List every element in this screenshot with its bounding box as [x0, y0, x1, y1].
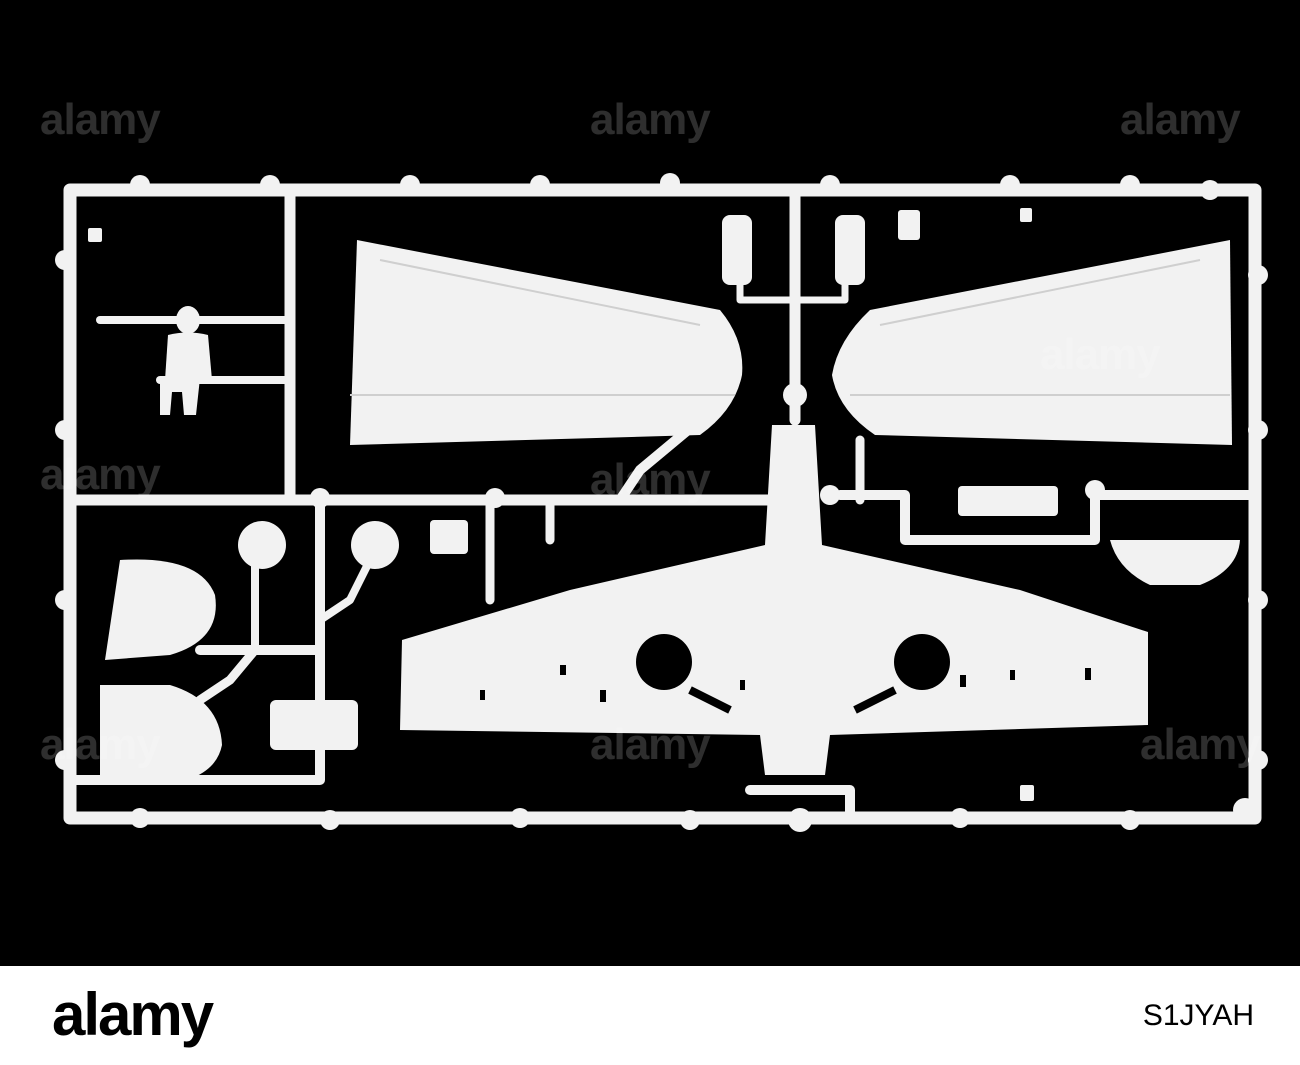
canopy-part — [1110, 540, 1240, 585]
landing-gear-part — [958, 486, 1058, 516]
lower-wing-part — [400, 425, 1148, 775]
wheel-part — [351, 521, 399, 569]
image-id-label: S1JYAH — [1142, 999, 1254, 1032]
wheel-part — [238, 521, 286, 569]
cowling-part — [100, 685, 222, 785]
alamy-logo: alamy — [52, 981, 214, 1048]
photo: alamy alamy alamy alamy alamy alamy alam… — [40, 95, 1268, 832]
right-wing-part — [832, 240, 1232, 445]
stock-photo-footer: alamy S1JYAH — [0, 966, 1300, 1065]
model-kit-sprue — [55, 173, 1268, 832]
left-wing-part — [350, 240, 743, 445]
sprue-runner-right — [835, 490, 1260, 545]
pilot-figure — [160, 306, 212, 415]
cowling-part — [105, 559, 216, 660]
sprue-frame — [63, 183, 1262, 825]
radiator-part — [270, 700, 358, 750]
tail-part — [722, 215, 752, 285]
tail-part — [835, 215, 865, 285]
